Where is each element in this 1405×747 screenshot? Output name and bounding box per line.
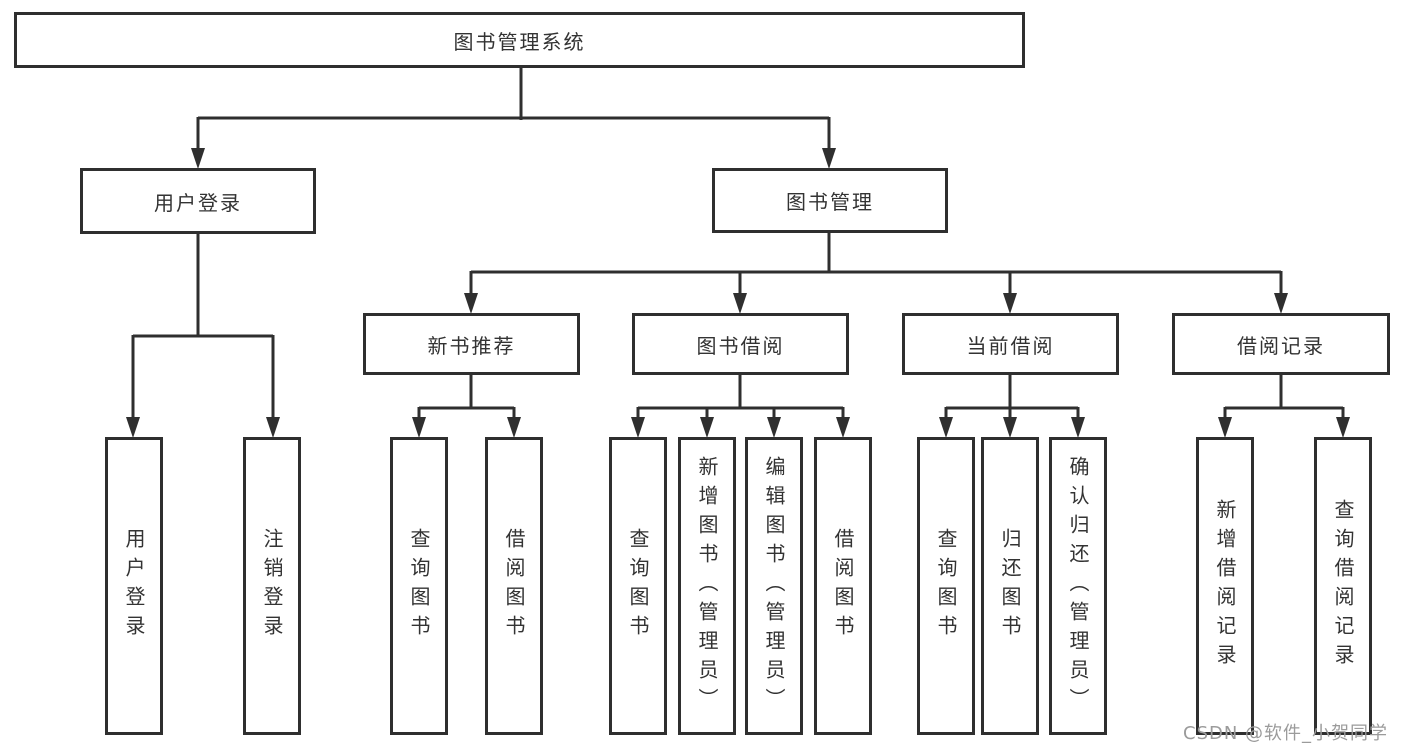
node-book-borrowing: 图书借阅 xyxy=(632,313,849,375)
leaf-edit-book-admin: 编辑图书（管理员） xyxy=(745,437,803,735)
node-book-management: 图书管理 xyxy=(712,168,948,233)
leaf-query-books-borrow: 查询图书 xyxy=(609,437,667,735)
node-current-borrowing: 当前借阅 xyxy=(902,313,1119,375)
leaf-borrow-books: 借阅图书 xyxy=(814,437,872,735)
node-library-system-root: 图书管理系统 xyxy=(14,12,1025,68)
node-user-login: 用户登录 xyxy=(80,168,316,234)
leaf-user-login: 用户登录 xyxy=(105,437,163,735)
leaf-confirm-return-admin: 确认归还（管理员） xyxy=(1049,437,1107,735)
leaf-query-books-recommend: 查询图书 xyxy=(390,437,448,735)
leaf-logout: 注销登录 xyxy=(243,437,301,735)
node-borrowing-records: 借阅记录 xyxy=(1172,313,1390,375)
leaf-add-borrow-record: 新增借阅记录 xyxy=(1196,437,1254,735)
csdn-watermark: CSDN @软件_小贺同学 xyxy=(1183,723,1389,744)
leaf-query-books-current: 查询图书 xyxy=(917,437,975,735)
node-new-book-recommendation: 新书推荐 xyxy=(363,313,580,375)
leaf-add-book-admin: 新增图书（管理员） xyxy=(678,437,736,735)
leaf-query-borrow-record: 查询借阅记录 xyxy=(1314,437,1372,735)
leaf-borrow-books-recommend: 借阅图书 xyxy=(485,437,543,735)
leaf-return-book: 归还图书 xyxy=(981,437,1039,735)
